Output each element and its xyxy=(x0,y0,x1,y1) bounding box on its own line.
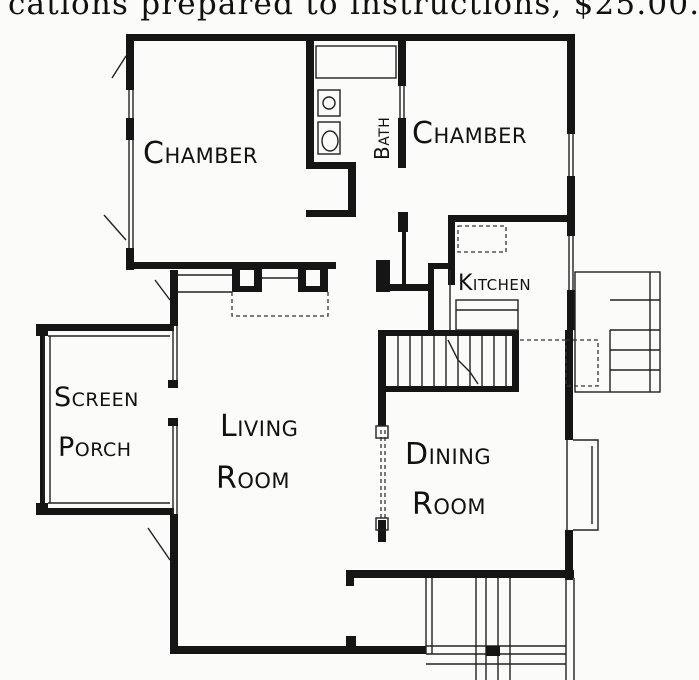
wall-entry-corner xyxy=(346,570,354,586)
porch-left xyxy=(40,324,45,515)
wall-kitchen-top xyxy=(448,215,573,222)
wall-dining-right-upper xyxy=(565,380,573,440)
bathtub xyxy=(315,45,397,79)
wall-right-kitchen xyxy=(567,290,575,330)
hall-bottom xyxy=(380,284,430,291)
back-porch xyxy=(520,271,661,393)
wall-top xyxy=(126,34,574,41)
wall-dining-bottom xyxy=(346,570,574,578)
wall-closet-bottom xyxy=(306,210,356,217)
wall-stair-bottom xyxy=(378,386,518,392)
wall-dining-right-lower xyxy=(565,530,573,580)
wall-right-upper xyxy=(567,34,575,134)
wall-living-left-bit1 xyxy=(168,380,178,388)
porch-bottom xyxy=(36,508,174,515)
wall-kitchen-step xyxy=(428,263,450,269)
label-chamber-left: Chamber xyxy=(143,136,258,171)
wall-left-upper xyxy=(126,34,134,90)
details xyxy=(43,45,661,680)
wall-chamber-bottom xyxy=(126,262,336,269)
lavatory xyxy=(317,89,341,117)
wall-bath-right xyxy=(398,118,406,168)
label-dining: Dining xyxy=(405,437,491,472)
hall-wall xyxy=(402,230,406,290)
wall-bath-left xyxy=(306,34,314,169)
wall-kitchen-left xyxy=(448,215,455,285)
wall-partition-upper xyxy=(378,386,386,426)
stairs xyxy=(397,336,507,386)
wall-left-mid xyxy=(126,118,134,140)
wall-stair-right xyxy=(512,330,519,392)
hall-post xyxy=(398,212,408,232)
room-labels: Chamber Bath Chamber Kitchen Screen Porc… xyxy=(54,116,531,522)
wall-bath-right-top xyxy=(398,34,406,86)
label-porch: Porch xyxy=(58,432,132,463)
kitchen-sink xyxy=(455,299,519,331)
label-dining-room: Room xyxy=(412,487,486,522)
wall-stair-left xyxy=(378,330,386,392)
front-porch xyxy=(425,578,575,680)
caption-text: cations prepared to instructions, $25.00… xyxy=(8,0,699,22)
wall-closet xyxy=(348,162,356,217)
wall-bottom xyxy=(170,646,426,654)
shutter-left-1 xyxy=(111,55,127,79)
wall-right-mid xyxy=(567,176,575,236)
label-bath: Bath xyxy=(370,117,394,160)
wall-stair-top xyxy=(378,330,518,336)
shutter-left-2 xyxy=(103,214,127,241)
label-living: Living xyxy=(220,409,298,444)
kitchen-range xyxy=(457,225,507,253)
toilet xyxy=(317,121,341,155)
wall-left-lower xyxy=(126,248,134,270)
wall-living-left-upper xyxy=(170,270,178,326)
wall-partition-lower xyxy=(378,520,386,542)
label-living-room: Room xyxy=(216,461,290,496)
walls xyxy=(36,34,575,654)
label-screen: Screen xyxy=(54,382,139,413)
hearth xyxy=(231,292,329,317)
label-chamber-right: Chamber xyxy=(412,116,527,151)
wall-living-left-lower xyxy=(170,514,178,654)
label-kitchen: Kitchen xyxy=(458,271,531,296)
porch-top xyxy=(36,324,174,331)
wall-living-left-bit2 xyxy=(168,418,178,426)
wall-bath-bottom xyxy=(306,162,356,169)
dining-bay xyxy=(573,439,599,531)
wall-kitchen-left2 xyxy=(428,263,434,333)
wall-right-stair xyxy=(565,330,573,385)
wall-bottom-post xyxy=(346,636,356,654)
